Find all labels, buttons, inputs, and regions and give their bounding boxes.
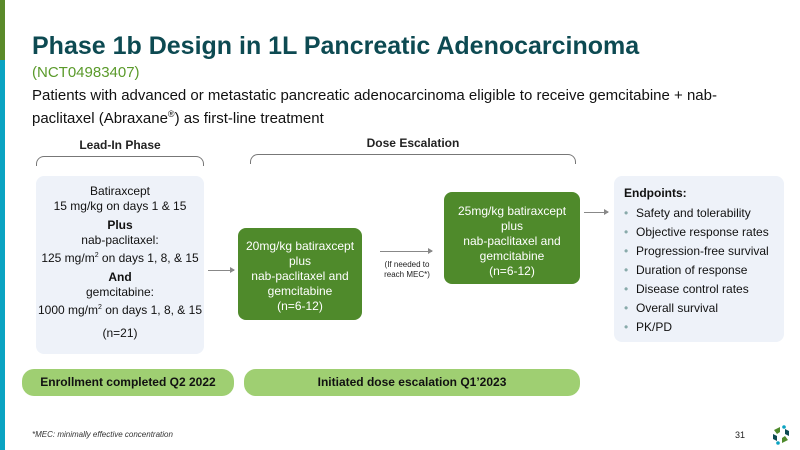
plus-label: Plus [107, 218, 133, 232]
intro-sup: ® [167, 109, 175, 119]
intro-pre: Patients with advanced or metastatic pan… [32, 87, 717, 127]
accent-bar-teal [0, 60, 5, 450]
gem-dose: 1000 mg/m2 on days 1, 8, & 15 [37, 303, 202, 317]
mec-note: (If needed to reach MEC*) [384, 260, 430, 279]
endpoint-item: Objective response rates [624, 223, 774, 242]
page-number: 31 [735, 430, 746, 440]
page-title: Phase 1b Design in 1L Pancreatic Adenoca… [32, 32, 640, 60]
lead-in-drug: Batiraxcept [89, 184, 151, 198]
lead-in-n: (n=21) [102, 326, 138, 340]
gem-label: gemcitabine: [85, 285, 155, 299]
arrow-icon [584, 209, 609, 215]
lead-in-brace [36, 156, 204, 166]
endpoint-item: Disease control rates [624, 280, 774, 299]
endpoint-item: Overall survival [624, 299, 774, 318]
intro-post: ) as first-line treatment [174, 110, 324, 127]
and-label: And [108, 270, 132, 284]
trial-id: (NCT04983407) [32, 64, 140, 81]
escalation-status: Initiated dose escalation Q1’2023 [244, 369, 580, 396]
intro-text: Patients with advanced or metastatic pan… [32, 86, 752, 128]
endpoint-item: PK/PD [624, 318, 774, 337]
company-logo-icon [773, 425, 789, 445]
accent-bar-green [0, 0, 5, 60]
lead-in-box: Batiraxcept 15 mg/kg on days 1 & 15 Plus… [36, 176, 204, 354]
footnote: *MEC: minimally effective concentration [32, 430, 173, 439]
endpoint-item: Progression-free survival [624, 242, 774, 261]
nab-label: nab-paclitaxel: [81, 233, 159, 247]
dose-escalation-header: Dose Escalation [366, 136, 460, 150]
nab-dose: 125 mg/m2 on days 1, 8, & 15 [41, 251, 199, 265]
arrow-icon [380, 248, 433, 254]
lead-in-header: Lead-In Phase [79, 138, 161, 152]
endpoints-box: Endpoints: Safety and tolerability Objec… [614, 176, 784, 342]
dose-escalation-brace [250, 154, 576, 164]
endpoints-title: Endpoints: [624, 186, 687, 200]
endpoint-item: Safety and tolerability [624, 204, 774, 223]
endpoint-item: Duration of response [624, 261, 774, 280]
lead-in-dose: 15 mg/kg on days 1 & 15 [53, 199, 187, 213]
enrollment-status: Enrollment completed Q2 2022 [22, 369, 234, 396]
arrow-icon [208, 267, 235, 273]
